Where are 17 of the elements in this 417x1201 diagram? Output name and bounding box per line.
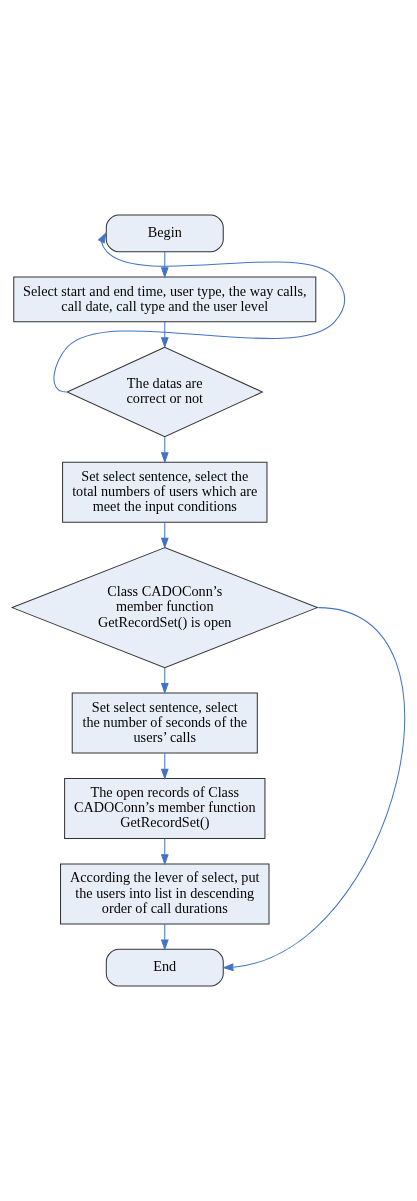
node-box: End [105, 948, 224, 987]
arrow [160, 923, 169, 951]
node-box: According the lever of select, put the users into list in descending order of call durations [60, 863, 270, 925]
node-box: The open records of Class CADOConn’s member function GetRecordSet() [64, 777, 266, 839]
arrow [160, 521, 169, 550]
node-box: Set select sentence, select the total numbers of users which are meet the input conditions [62, 461, 268, 523]
arrow [53, 232, 346, 393]
node-diamond: Class CADOConn’s member function GetRecordSet() is open [10, 547, 319, 669]
arrow [160, 838, 169, 866]
arrow [160, 667, 169, 695]
node-diamond: The datas are correct or not [65, 346, 264, 438]
node-box: Set select sentence, select the number of seconds of the users’ calls [71, 692, 258, 754]
arrow [160, 752, 169, 780]
arrow [222, 607, 405, 972]
arrow [160, 436, 169, 464]
node-box: Begin [105, 214, 224, 253]
node-box: Select start and end time, user type, the way calls, call date, call type and the user level [13, 276, 317, 323]
